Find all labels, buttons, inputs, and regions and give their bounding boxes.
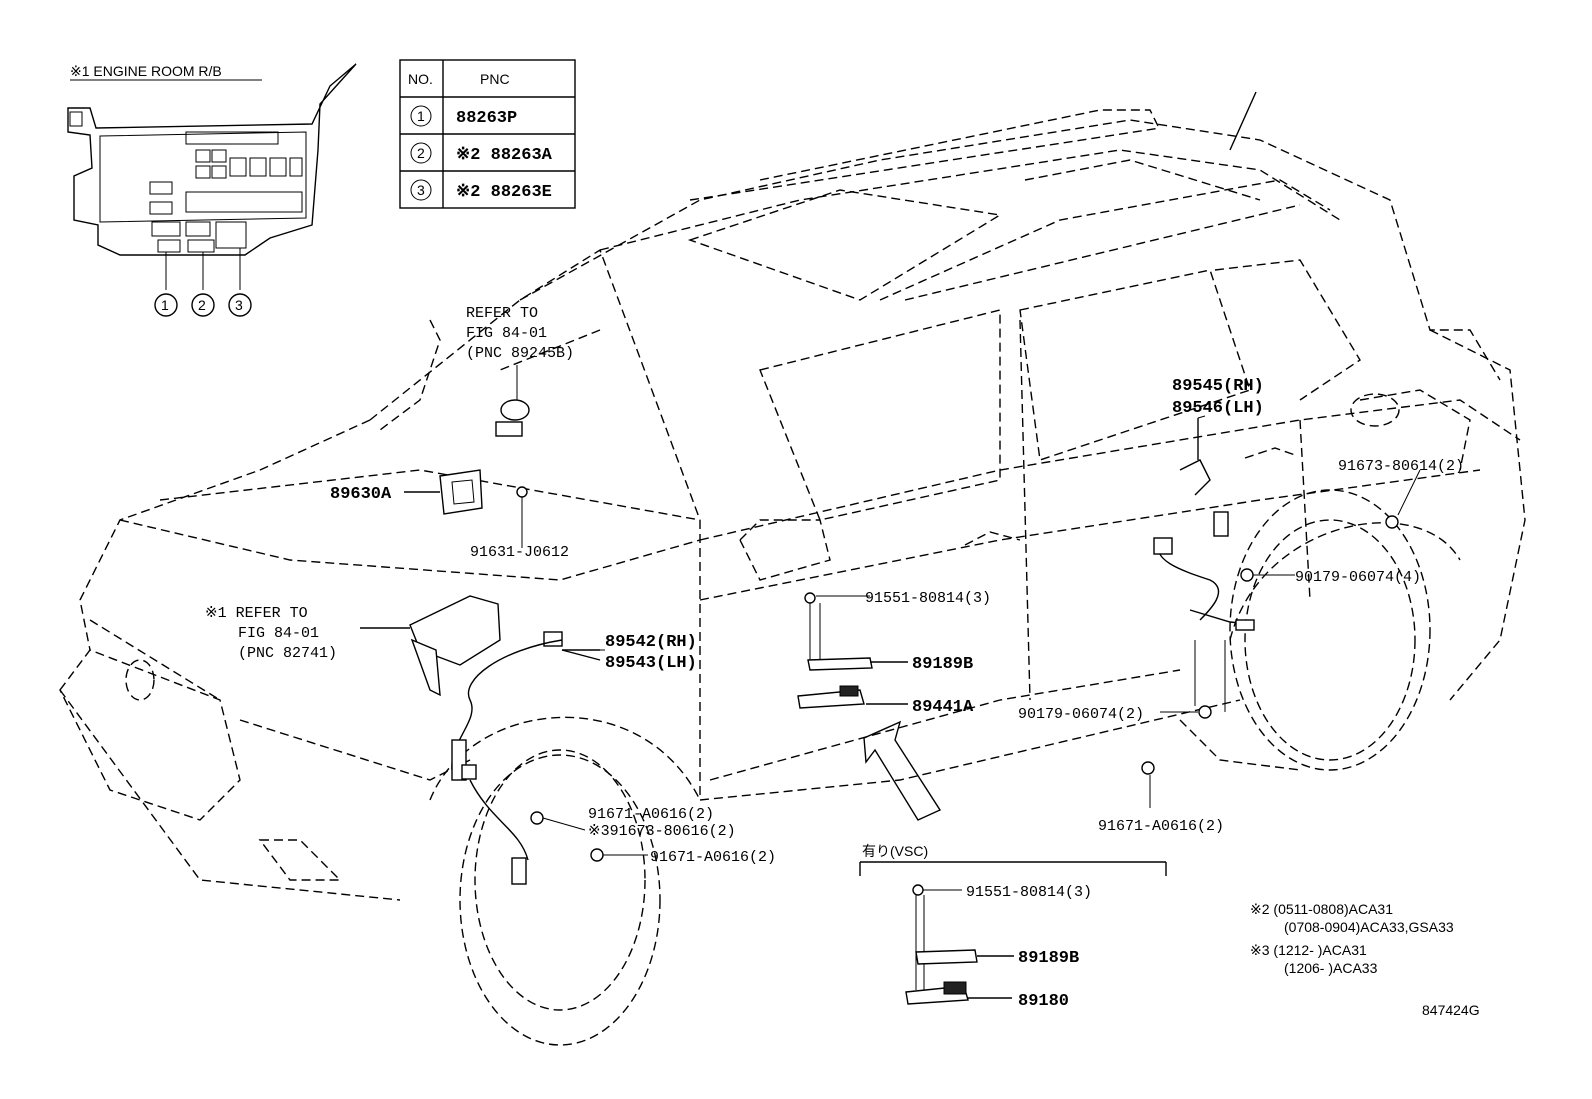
pnc-row-2-value: ※2 88263A — [456, 146, 553, 165]
label-91631-J0612: 91631-J0612 — [470, 544, 569, 561]
label-91671-A0616-c: 91671-A0616(2) — [1098, 818, 1224, 835]
ref2-line3: (PNC 82741) — [238, 645, 337, 662]
label-89189B-a: 89189B — [912, 655, 973, 674]
ref2-line2: FIG 84-01 — [238, 625, 319, 642]
note-2-line2: (0708-0904)ACA33,GSA33 — [1284, 919, 1454, 935]
label-91551-80814-a: 91551-80814(3) — [865, 590, 991, 607]
pnc-row-3-value: ※2 88263E — [456, 183, 552, 202]
label-91551-80814-b: 91551-80814(3) — [966, 884, 1092, 901]
ref1-line3: (PNC 89245B) — [466, 345, 574, 362]
label-89543: 89543(LH) — [605, 654, 697, 673]
label-89189B-b: 89189B — [1018, 949, 1079, 968]
label-89542: 89542(RH) — [605, 633, 697, 652]
pnc-table-header-pnc: PNC — [480, 71, 510, 87]
label-91673-80614: 91673-80614(2) — [1338, 458, 1464, 475]
ref2-line1: ※1 REFER TO — [205, 605, 308, 622]
pnc-row-2-no: 2 — [417, 145, 425, 161]
ref1-line2: FIG 84-01 — [466, 325, 547, 342]
part-labels: REFER TO FIG 84-01 (PNC 89245B) 89630A 9… — [205, 305, 1464, 1011]
label-91671-A0616-b: 91671-A0616(2) — [650, 849, 776, 866]
label-89546: 89546(LH) — [1172, 399, 1264, 418]
label-90179-06074-a: 90179-06074(4) — [1295, 569, 1421, 586]
callout-1-label: 1 — [161, 297, 169, 313]
parts-graphics — [360, 365, 1421, 1005]
label-91671-A0616-a: 91671-A0616(2) — [588, 806, 714, 823]
pnc-row-1-value: 88263P — [456, 109, 517, 128]
engine-room-relay-block: ※1 ENGINE ROOM R/B 1 2 3 — [67, 63, 357, 317]
pnc-table: NO. PNC 1 2 3 88263P ※2 88263A ※2 88263E — [399, 59, 576, 209]
callout-3 — [228, 293, 252, 317]
label-vsc-group: 有り(VSC) — [862, 843, 928, 859]
note-3-line1: ※3 (1212- )ACA31 — [1250, 942, 1367, 958]
label-89545: 89545(RH) — [1172, 377, 1264, 396]
pnc-row-3-no: 3 — [417, 182, 425, 198]
pnc-table-header-no: NO. — [408, 71, 433, 87]
callout-2 — [191, 293, 215, 317]
callout-3-label: 3 — [235, 297, 243, 313]
label-89441A: 89441A — [912, 698, 974, 717]
footnotes: ※2 (0511-0808)ACA31 (0708-0904)ACA33,GSA… — [1250, 901, 1480, 1018]
label-90179-06074-b: 90179-06074(2) — [1018, 706, 1144, 723]
callout-1 — [154, 293, 178, 317]
label-89630A: 89630A — [330, 485, 392, 504]
note-2-line1: ※2 (0511-0808)ACA31 — [1250, 901, 1393, 917]
callout-2-label: 2 — [198, 297, 206, 313]
label-91673-80616: ※391673-80616(2) — [588, 823, 736, 840]
ref1-line1: REFER TO — [466, 305, 538, 322]
pnc-row-1-no: 1 — [417, 108, 425, 124]
note-3-line2: (1206- )ACA33 — [1284, 960, 1378, 976]
engine-room-title: ※1 ENGINE ROOM R/B — [70, 63, 222, 79]
figure-id: 847424G — [1422, 1002, 1480, 1018]
leader-lines — [499, 329, 1295, 651]
label-89180: 89180 — [1018, 992, 1069, 1011]
